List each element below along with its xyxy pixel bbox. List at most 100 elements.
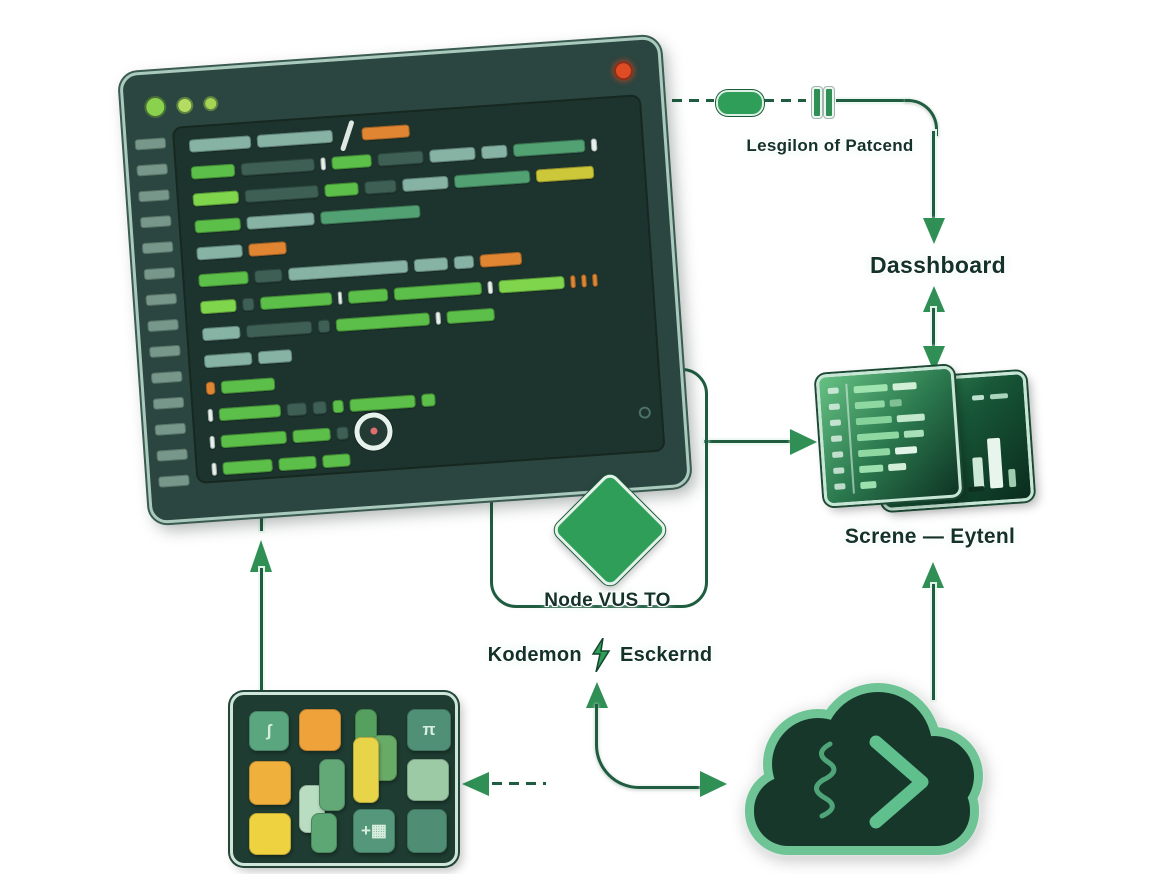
code-segment (332, 399, 345, 414)
code-segment (244, 184, 320, 203)
block (407, 759, 449, 801)
block (353, 737, 379, 803)
chart-bar (1008, 468, 1017, 488)
panel-row-tick (828, 403, 841, 411)
gutter-tick (147, 318, 179, 333)
arrowhead-up-editor (250, 540, 272, 572)
connector-top-dash-2 (764, 99, 806, 102)
connector-top-dash-1 (672, 99, 714, 102)
arrowhead-right-panels (790, 429, 817, 455)
panel-mark (971, 394, 985, 401)
pill-node-icon (716, 90, 764, 116)
block (249, 813, 291, 855)
panel-row-segment (856, 430, 900, 441)
blocks-dash-line (492, 782, 546, 785)
lightning-bolt-icon (591, 638, 611, 672)
code-segment (278, 455, 317, 472)
code-segment (421, 393, 436, 408)
code-editor-window (118, 35, 692, 525)
record-dot-icon (613, 60, 634, 81)
panel-row-segment (857, 447, 891, 457)
code-segment (205, 381, 216, 396)
cloud-screen-line (932, 584, 935, 700)
daemon-label: Kodemon Esckernd (480, 638, 720, 672)
code-segment (590, 138, 598, 152)
code-segment (335, 312, 431, 332)
panel-row-tick (833, 467, 845, 474)
code-segment (324, 182, 359, 198)
gutter-tick (136, 163, 169, 177)
code-segment (453, 255, 475, 270)
chart-bar (972, 457, 985, 490)
code-segment (320, 157, 327, 171)
code-segment (292, 427, 332, 444)
panel-row-tick (831, 451, 844, 459)
screen-corner-mark (638, 406, 652, 419)
daemon-label-left: Kodemon (487, 643, 582, 666)
code-segment (570, 275, 576, 289)
code-segment (479, 251, 523, 268)
arrowhead-up-daemon (586, 682, 608, 708)
slash-icon (339, 119, 355, 152)
gutter-tick (134, 137, 167, 151)
gutter-tick (158, 474, 190, 488)
code-segment (241, 297, 255, 312)
code-segment (190, 163, 236, 180)
dashboard-panel-front (815, 365, 963, 507)
code-segment (512, 139, 586, 158)
target-icon (353, 410, 394, 452)
block: ʃ (249, 711, 289, 751)
connector-top-vline (932, 131, 935, 219)
code-segment (286, 402, 308, 417)
panel-row-segment (896, 412, 925, 422)
dashboard-label: Dasshboard (870, 252, 1006, 278)
block-glyph: π (422, 720, 436, 739)
gutter-tick (149, 344, 181, 358)
code-segment (347, 288, 389, 304)
traffic-dot-icon (202, 95, 219, 112)
code-segment (435, 311, 442, 325)
code-segment (198, 270, 249, 288)
block (299, 709, 341, 751)
connector-top-line (836, 99, 908, 102)
code-segment (349, 394, 416, 413)
code-segment (453, 170, 531, 189)
code-segment (413, 256, 449, 273)
code-segment (209, 435, 216, 449)
gutter-tick (138, 189, 170, 203)
code-segment (201, 325, 241, 342)
cloud-daemon-curve (595, 704, 710, 789)
panel-row-segment (854, 399, 885, 409)
code-segment (337, 291, 343, 305)
code-segment (246, 212, 315, 230)
chart-bar (986, 437, 1004, 489)
code-segment (322, 453, 351, 469)
code-segment (196, 244, 244, 261)
code-segment (581, 274, 587, 288)
code-segment (207, 408, 214, 423)
code-segment (240, 158, 316, 177)
top-connector-label: Lesgilon of Patcend (746, 136, 914, 155)
cloud-squiggle-glyph (814, 741, 837, 819)
code-segment (487, 280, 494, 295)
block-glyph: ʃ (266, 721, 272, 740)
panel-mark (989, 393, 1009, 400)
code-segment (401, 175, 449, 192)
panel-mark-dark (968, 486, 985, 493)
arrowhead-up-dashboard (923, 286, 945, 312)
gutter-tick (154, 422, 187, 436)
panel-row-segment (858, 463, 884, 473)
code-segment (364, 179, 397, 195)
block (311, 813, 337, 853)
pause-icon (812, 87, 822, 118)
code-lines (188, 109, 649, 476)
panel-row-segment (894, 445, 918, 455)
code-segment (287, 259, 409, 282)
code-segment (194, 217, 242, 234)
code-segment (312, 400, 328, 415)
code-segment (480, 144, 508, 160)
code-segment (428, 146, 476, 163)
gutter-tick (150, 370, 183, 384)
